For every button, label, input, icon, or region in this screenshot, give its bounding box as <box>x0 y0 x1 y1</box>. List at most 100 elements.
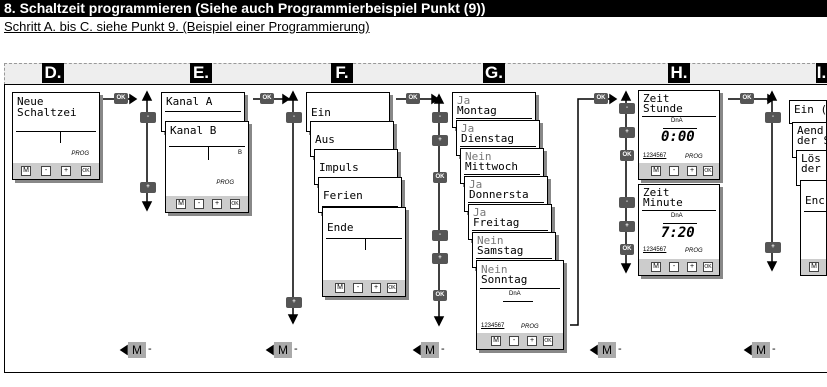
minus-button[interactable]: - <box>669 262 679 272</box>
plus-key-indicator: + <box>765 242 781 253</box>
screen-divider <box>663 223 697 224</box>
screen-text: Impuls <box>319 161 359 174</box>
minus-button[interactable]: - <box>194 199 204 209</box>
screen-divider <box>468 202 544 203</box>
m-button[interactable]: M <box>21 166 31 176</box>
minus-button[interactable]: - <box>353 283 363 293</box>
plus-button[interactable]: + <box>212 199 222 209</box>
screen-divider <box>472 230 548 231</box>
plus-button[interactable]: + <box>527 336 537 346</box>
plus-key-indicator: + <box>286 297 302 308</box>
m-back-indicator: M <box>128 342 146 358</box>
screen-text: Montag <box>457 104 497 117</box>
button-bar: M - + OK <box>639 163 719 179</box>
plus-button[interactable]: + <box>687 166 697 176</box>
plus-button[interactable]: + <box>61 166 71 176</box>
day-numbers: 1234567 <box>481 323 505 329</box>
m-button[interactable]: M <box>176 199 186 209</box>
screen-divider <box>169 146 245 147</box>
plus-key-indicator: + <box>432 253 448 264</box>
m-back-dash: - <box>441 343 445 355</box>
ok-key-indicator: OK <box>260 93 274 104</box>
screen-divider <box>480 288 560 289</box>
screen-divider <box>503 301 533 302</box>
m-button[interactable]: M <box>651 262 661 272</box>
step-label-d: D. <box>42 63 64 83</box>
screen-zeit-minute: Zeit Minute DnA 7:20 1234567 PROG M - + … <box>638 184 720 276</box>
dna-indicator: DnA <box>671 118 683 124</box>
minus-button[interactable]: - <box>41 166 51 176</box>
screen-ende-partial: Enc M <box>800 180 827 276</box>
minus-key-indicator: - <box>286 112 302 123</box>
ok-button[interactable]: OK <box>543 336 553 346</box>
time-display: 7:20 <box>661 225 695 241</box>
screen-text: Ja <box>457 94 471 107</box>
minus-key-indicator: - <box>765 112 781 123</box>
ok-key-indicator: OK <box>406 93 420 104</box>
ok-button[interactable]: OK <box>387 283 397 293</box>
m-button[interactable]: M <box>809 262 819 272</box>
minus-button[interactable]: - <box>669 166 679 176</box>
screen-divider <box>326 238 402 239</box>
ok-key-indicator: OK <box>740 93 754 104</box>
m-back-indicator: M <box>421 342 439 358</box>
minus-button[interactable]: - <box>509 336 519 346</box>
button-bar: M - + OK <box>477 333 563 349</box>
step-label-f: F. <box>331 63 353 83</box>
day-numbers: 1234567 <box>643 247 667 253</box>
prog-indicator: PROG <box>216 180 234 186</box>
screen-text: Ja <box>469 178 483 191</box>
screen-text: Ferien <box>323 189 363 202</box>
screen-divider <box>16 131 96 132</box>
screen-text: Schaltzei <box>17 106 77 119</box>
screen-text: Nein <box>481 263 508 276</box>
button-bar: M - + OK <box>323 280 405 296</box>
ok-key-indicator: OK <box>433 290 447 301</box>
ok-button[interactable]: OK <box>703 166 713 176</box>
m-button[interactable]: M <box>651 166 661 176</box>
m-button[interactable]: M <box>491 336 501 346</box>
screen-text: Samstag <box>477 244 524 257</box>
screen-divider <box>322 206 398 207</box>
dna-indicator: DnA <box>509 291 521 297</box>
ok-button[interactable]: OK <box>230 199 240 209</box>
screen-divider <box>456 118 532 119</box>
screen-divider <box>460 146 536 147</box>
prog-indicator: PROG <box>685 248 703 254</box>
m-back-dash: - <box>618 343 622 355</box>
step-label-g: G. <box>483 63 505 83</box>
step-label-h: H. <box>668 63 690 83</box>
ok-key-indicator: OK <box>114 93 128 104</box>
screen-text: Enc <box>805 194 825 207</box>
screen-text: Nein <box>477 234 504 247</box>
button-bar: M - + OK <box>166 196 248 212</box>
m-button[interactable]: M <box>335 283 345 293</box>
ok-button[interactable]: OK <box>703 262 713 272</box>
page-subtitle: Schritt A. bis C. siehe Punkt 9. (Beispi… <box>4 19 370 34</box>
minus-key-indicator: - <box>140 112 156 123</box>
plus-key-indicator: + <box>432 135 448 146</box>
plus-button[interactable]: + <box>687 262 697 272</box>
screen-donnerstag: Ja Donnersta <box>464 176 548 212</box>
step-label-i: I. <box>816 63 827 83</box>
screen-text: Ein ( <box>794 103 827 116</box>
screen-text: Ja <box>461 122 475 135</box>
m-back-dash: - <box>148 343 152 355</box>
ok-button[interactable]: OK <box>81 166 91 176</box>
step-label-e: E. <box>190 63 212 83</box>
screen-zeit-stunde: Zeit Stunde DnA 0:00 1234567 PROG M - + … <box>638 90 720 180</box>
screen-text: Kanal B <box>170 124 217 137</box>
plus-button[interactable]: + <box>371 283 381 293</box>
prog-indicator: PROG <box>71 151 89 157</box>
screen-divider <box>642 116 716 117</box>
prog-indicator: PROG <box>521 324 539 330</box>
screen-text: Neue <box>17 95 44 108</box>
screen-divider <box>365 238 366 250</box>
plus-key-indicator: + <box>140 182 156 193</box>
plus-key-indicator: + <box>619 221 635 232</box>
screen-text: Nein <box>465 150 492 163</box>
m-back-indicator: M <box>752 342 770 358</box>
screen-divider <box>464 174 540 175</box>
screen-text: Aend <box>797 124 824 137</box>
screen-sonntag: Nein Sonntag DnA 1234567 PROG M - + OK <box>476 260 564 350</box>
